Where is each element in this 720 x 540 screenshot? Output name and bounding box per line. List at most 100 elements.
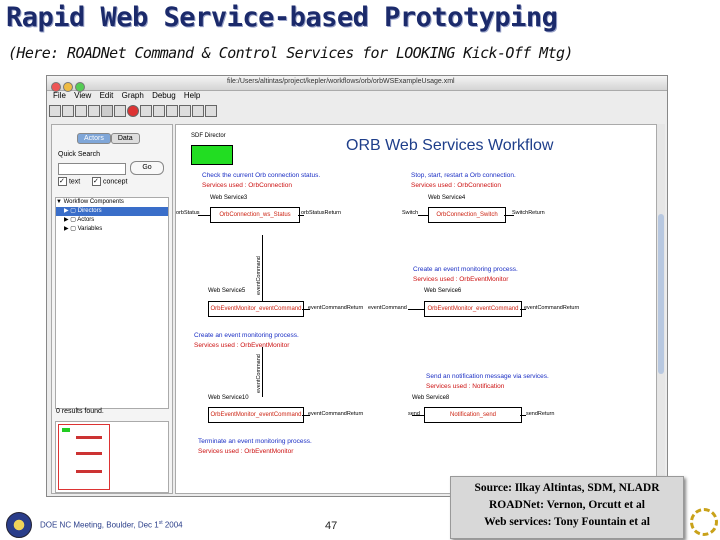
connection-line xyxy=(412,415,424,416)
go-button[interactable]: Go xyxy=(130,161,164,175)
doe-seal-logo xyxy=(6,512,32,538)
gear-icon xyxy=(690,508,718,536)
text-checkbox[interactable]: ✓ text xyxy=(58,177,80,186)
web-service4-label: Web Service4 xyxy=(428,195,466,201)
port-eventcommandreturn-5: eventCommandReturn xyxy=(308,305,364,311)
zoom-window-button[interactable] xyxy=(75,82,85,92)
source-box: Source: Ilkay Altintas, SDM, NLADR ROADN… xyxy=(450,476,684,539)
slide-title: Rapid Web Service-based Prototyping xyxy=(6,2,558,33)
component-tree: ▼ Workflow Components ▶ ▢ Directors ▶ ▢ … xyxy=(55,197,169,409)
footer-meeting: DOE NC Meeting, Boulder, Dec 1st 2004 xyxy=(40,520,183,530)
pause-icon[interactable] xyxy=(114,105,126,117)
tab-actors[interactable]: Actors xyxy=(77,133,111,144)
window-title: file:/Users/altintas/project/kepler/work… xyxy=(227,78,455,85)
tab-data[interactable]: Data xyxy=(110,133,140,144)
menu-bar: File View Edit Graph Debug Help xyxy=(47,91,667,103)
connection-line xyxy=(504,215,514,216)
actor-orbconnection-status[interactable]: OrbConnection_ws_Status xyxy=(210,207,300,223)
note-switch: Stop, start, restart a Orb connection. xyxy=(411,172,516,179)
source-line-1: Source: Ilkay Altintas, SDM, NLADR xyxy=(474,482,660,494)
note-notification-services: Services used : Notification xyxy=(426,383,505,390)
sdf-director[interactable] xyxy=(191,145,233,165)
note-check-services: Services used : OrbConnection xyxy=(202,182,292,189)
note-event-monitor-a-services: Services used : OrbEventMonitor xyxy=(413,276,509,283)
scrollbar-thumb[interactable] xyxy=(658,214,664,374)
workflow-title: ORB Web Services Workflow xyxy=(346,137,554,154)
overview-actor xyxy=(76,452,102,455)
web-service8-label: Web Service8 xyxy=(412,395,450,401)
note-event-monitor-b-services: Services used : OrbEventMonitor xyxy=(194,342,290,349)
relation-icon[interactable] xyxy=(192,105,204,117)
port-icon[interactable] xyxy=(140,105,152,117)
menu-view[interactable]: View xyxy=(74,91,92,100)
port-eventcommandreturn-6: eventCommandReturn xyxy=(524,305,580,311)
tree-item-workflow-components[interactable]: ▼ Workflow Components xyxy=(56,199,124,205)
source-line-3: Web services: Tony Fountain et al xyxy=(484,516,650,528)
tree-item-actors[interactable]: ▶ ▢ Actors xyxy=(64,217,95,223)
concept-checkbox-label: concept xyxy=(102,178,128,186)
close-window-button[interactable] xyxy=(51,82,61,92)
minimize-window-button[interactable] xyxy=(63,82,73,92)
menu-edit[interactable]: Edit xyxy=(99,91,114,100)
note-terminate: Terminate an event monitoring process. xyxy=(198,438,312,445)
actor-orbconnection-switch[interactable]: OrbConnection_Switch xyxy=(428,207,506,223)
zoom-fit-icon[interactable] xyxy=(75,105,87,117)
connection-line xyxy=(418,215,428,216)
canvas-vertical-scrollbar[interactable] xyxy=(657,124,665,492)
actor-eventmonitor-10[interactable]: OrbEventMonitor_eventCommand xyxy=(208,407,304,423)
port-orbstatus: orbStatus xyxy=(176,210,200,216)
concept-checkbox[interactable]: ✓ concept xyxy=(92,177,127,186)
kepler-window: file:/Users/altintas/project/kepler/work… xyxy=(46,75,668,497)
output-port-icon[interactable] xyxy=(166,105,178,117)
port-eventcommand-6: eventCommand xyxy=(368,305,407,311)
connection-line xyxy=(262,347,263,397)
note-switch-services: Services used : OrbConnection xyxy=(411,182,501,189)
port-orbstatusreturn: orbStatusReturn xyxy=(301,210,342,216)
tree-item-variables[interactable]: ▶ ▢ Variables xyxy=(64,226,103,232)
io-port-icon[interactable] xyxy=(179,105,191,117)
quick-search-input[interactable] xyxy=(58,163,126,175)
zoom-reset-icon[interactable] xyxy=(62,105,74,117)
connection-line xyxy=(520,415,526,416)
slide-subtitle: (Here: ROADNet Command & Control Service… xyxy=(8,44,573,62)
link-icon[interactable] xyxy=(205,105,217,117)
zoom-out-icon[interactable] xyxy=(88,105,100,117)
menu-file[interactable]: File xyxy=(53,91,66,100)
stop-icon[interactable] xyxy=(127,105,139,117)
web-service5-label: Web Service5 xyxy=(208,288,246,294)
zoom-in-icon[interactable] xyxy=(49,105,61,117)
port-send: send xyxy=(408,411,420,417)
web-service10-label: Web Service10 xyxy=(208,395,249,401)
menu-help[interactable]: Help xyxy=(183,91,201,100)
overview-actor xyxy=(76,470,102,473)
input-port-icon[interactable] xyxy=(153,105,165,117)
overview-viewport[interactable] xyxy=(58,424,110,490)
actor-eventmonitor-6[interactable]: OrbEventMonitor_eventCommand xyxy=(424,301,522,317)
web-service3-label: Web Service3 xyxy=(210,195,248,201)
run-icon[interactable] xyxy=(101,105,113,117)
menu-debug[interactable]: Debug xyxy=(152,91,176,100)
tree-item-directors[interactable]: ▶ ▢ Directors xyxy=(56,207,168,216)
connection-line xyxy=(520,309,526,310)
search-results-count: 0 results found. xyxy=(56,408,104,415)
overview-director xyxy=(62,428,70,432)
menu-graph[interactable]: Graph xyxy=(121,91,144,100)
window-titlebar: file:/Users/altintas/project/kepler/work… xyxy=(47,76,667,92)
connection-line xyxy=(198,215,210,216)
workflow-overview[interactable] xyxy=(55,421,169,493)
actor-notification-send[interactable]: Notification_send xyxy=(424,407,522,423)
port-sendreturn: sendReturn xyxy=(526,411,555,417)
port-switch: Switch xyxy=(402,210,419,216)
workflow-canvas[interactable]: SDF Director ORB Web Services Workflow C… xyxy=(175,124,657,494)
note-terminate-services: Services used : OrbEventMonitor xyxy=(198,448,294,455)
director-label: SDF Director xyxy=(191,133,226,139)
connection-line xyxy=(408,309,424,310)
connection-line xyxy=(302,309,310,310)
actor-eventmonitor-5[interactable]: OrbEventMonitor_eventCommand xyxy=(208,301,304,317)
checkbox-icon: ✓ xyxy=(92,177,101,186)
text-checkbox-label: text xyxy=(68,178,81,186)
page-number: 47 xyxy=(325,520,338,532)
web-service6-label: Web Service6 xyxy=(424,288,462,294)
checkbox-icon: ✓ xyxy=(58,177,67,186)
